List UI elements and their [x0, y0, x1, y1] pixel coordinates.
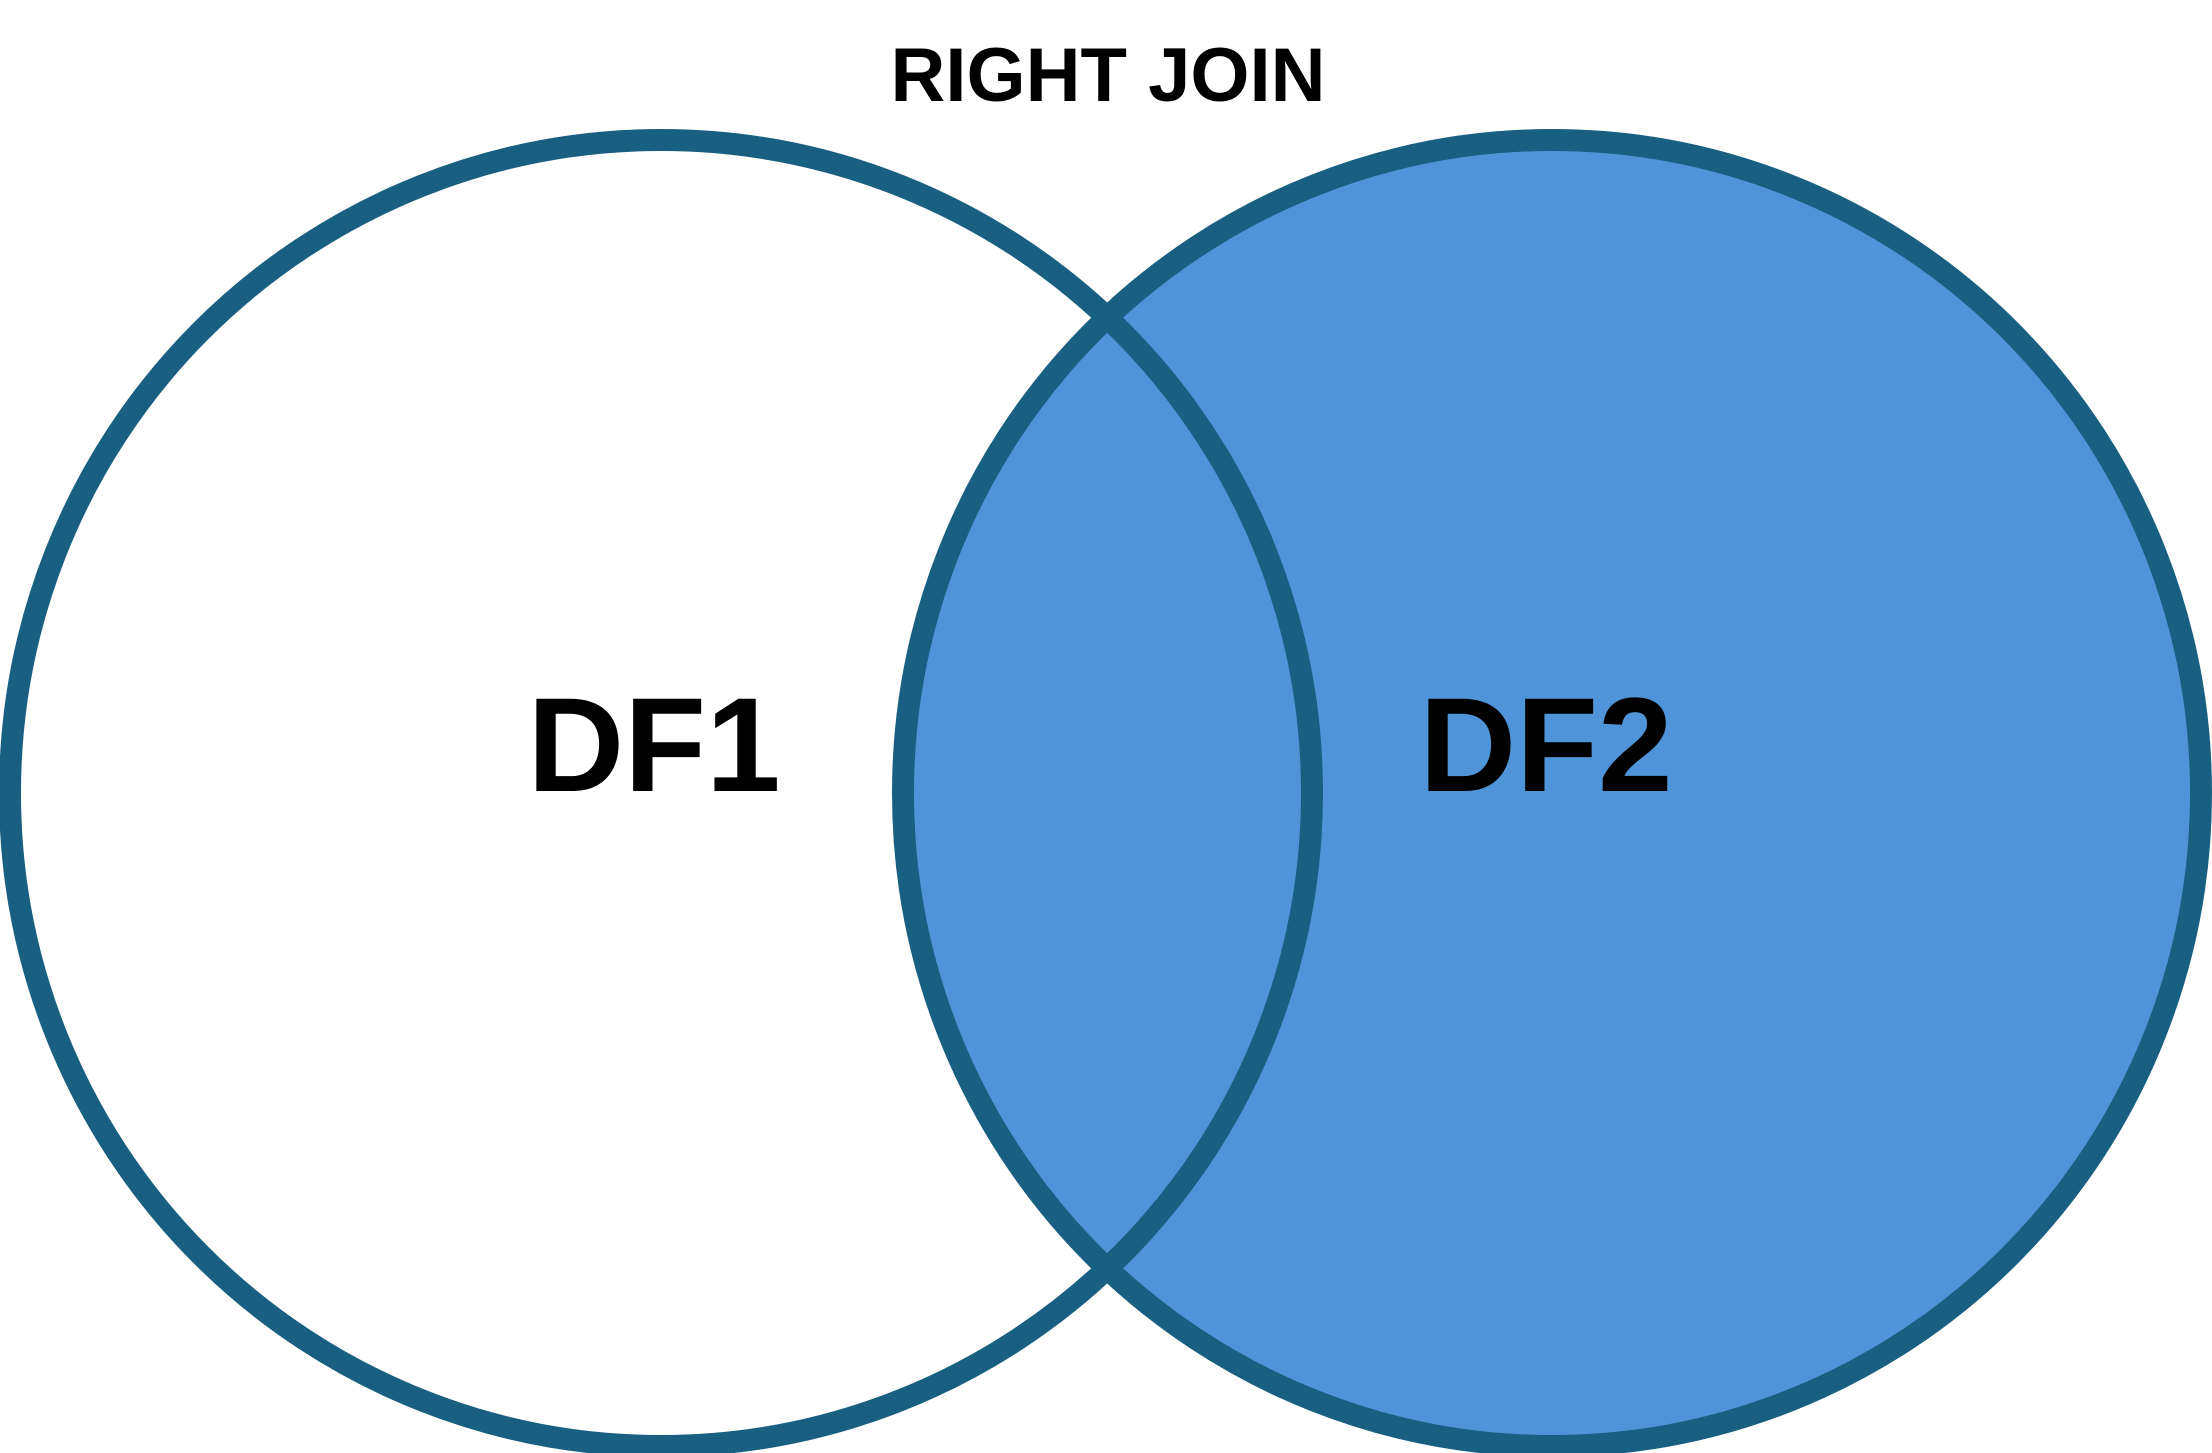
right-set-label: DF2: [1419, 671, 1672, 820]
right-set-outline: [892, 129, 2212, 1453]
left-set-outline: [0, 129, 1323, 1453]
diagram-title: RIGHT JOIN: [891, 33, 1326, 118]
left-set-label: DF1: [527, 671, 780, 820]
